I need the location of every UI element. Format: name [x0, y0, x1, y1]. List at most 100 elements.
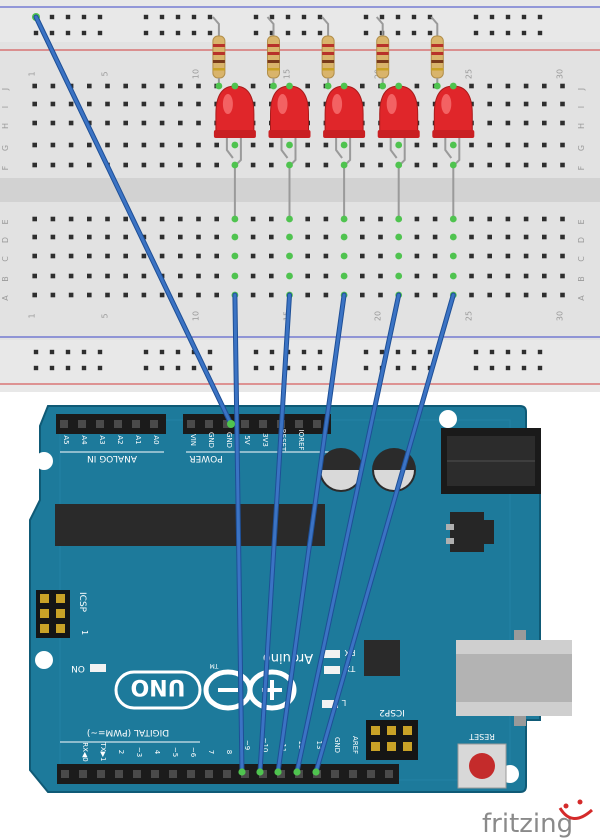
breadboard-hole [123, 253, 128, 259]
icsp-pin[interactable] [56, 594, 65, 603]
analog-header [56, 414, 166, 434]
icsp-pin[interactable] [40, 594, 49, 603]
resistor-band [212, 60, 225, 63]
l-led [322, 700, 338, 708]
uno-badge [114, 670, 202, 710]
header-pin[interactable] [78, 420, 86, 428]
digital-pin-label: ~3 [135, 747, 143, 757]
icsp-pin[interactable] [56, 609, 65, 618]
signal-wire-1[interactable] [233, 293, 244, 774]
breadboard-hole [32, 292, 37, 298]
header-pin[interactable] [150, 420, 158, 428]
connected-hole [231, 272, 239, 280]
signal-wire-3[interactable] [276, 293, 346, 774]
header-pin[interactable] [79, 770, 87, 778]
gnd-wire[interactable] [34, 15, 233, 426]
breadboard-hole [214, 292, 219, 298]
breadboard-hole [87, 101, 92, 107]
header-pin[interactable] [187, 420, 195, 428]
signal-wire-5[interactable] [314, 293, 455, 774]
signal-wire-4[interactable] [295, 293, 401, 774]
breadboard-hole [542, 216, 547, 222]
icsp2-pin[interactable] [387, 726, 396, 735]
icsp-pin[interactable] [40, 609, 49, 618]
header-pin[interactable] [132, 420, 140, 428]
breadboard-hole [269, 162, 274, 168]
icsp2-pin[interactable] [371, 726, 380, 735]
breadboard-hole [542, 234, 547, 240]
breadboard-hole [523, 120, 529, 126]
header-pin[interactable] [241, 770, 249, 778]
breadboard-hole [469, 292, 474, 298]
header-pin[interactable] [259, 770, 267, 778]
rail-hole [489, 349, 495, 355]
digital-pin-label: ~9 [243, 740, 251, 750]
signal-wire-2[interactable] [258, 293, 291, 774]
breadboard-hole [141, 142, 147, 148]
header-pin[interactable] [205, 770, 213, 778]
header-pin[interactable] [96, 420, 104, 428]
rail-hole [191, 14, 197, 20]
header-pin[interactable] [60, 420, 68, 428]
mounting-hole [35, 651, 53, 669]
header-pin[interactable] [367, 770, 375, 778]
header-pin[interactable] [331, 770, 339, 778]
breadboard-hole [560, 83, 565, 89]
uno-label: UNO [131, 674, 186, 699]
header-pin[interactable] [97, 770, 105, 778]
header-pin[interactable] [349, 770, 357, 778]
rail-hole [207, 349, 213, 355]
breadboard-hole [360, 216, 365, 222]
breadboard-hole [50, 234, 56, 240]
connected-hole [395, 252, 403, 260]
header-pin[interactable] [133, 770, 141, 778]
header-pin[interactable] [151, 770, 159, 778]
header-pin[interactable] [277, 770, 285, 778]
header-pin[interactable] [385, 770, 393, 778]
breadboard-hole [505, 253, 511, 259]
column-number: 10 [192, 69, 201, 79]
breadboard-hole [469, 142, 474, 148]
reset-button-cap[interactable] [469, 753, 495, 779]
reset-button[interactable] [457, 743, 507, 789]
rail-hole [285, 30, 291, 36]
header-pin[interactable] [61, 770, 69, 778]
breadboard-hole [87, 253, 92, 259]
row-letter: J [1, 88, 10, 91]
digital-pin-label: 8 [225, 750, 233, 754]
breadboard-hole [68, 234, 74, 240]
breadboard-hole [250, 253, 256, 259]
icsp-pin[interactable] [56, 624, 65, 633]
header-pin[interactable] [187, 770, 195, 778]
icsp2-pin[interactable] [403, 742, 412, 751]
resistor-band [322, 52, 335, 55]
header-pin[interactable] [115, 770, 123, 778]
rail-hole [489, 30, 495, 36]
icsp2-pin[interactable] [403, 726, 412, 735]
breadboard-hole [542, 162, 547, 168]
breadboard-hole [32, 216, 37, 222]
header-pin[interactable] [205, 420, 213, 428]
connected-hole [449, 141, 457, 149]
header-pin[interactable] [114, 420, 122, 428]
header-pin[interactable] [241, 420, 249, 428]
header-pin[interactable] [223, 770, 231, 778]
connected-hole [395, 161, 403, 169]
icsp-pin[interactable] [40, 624, 49, 633]
header-pin[interactable] [295, 420, 303, 428]
breadboard-hole [523, 292, 529, 298]
breadboard-hole [505, 234, 511, 240]
header-pin[interactable] [169, 770, 177, 778]
led-rim [213, 130, 256, 138]
digital-pin-label: GND [333, 737, 341, 753]
breadboard-hole [378, 142, 383, 148]
tm-label: TM [210, 662, 220, 669]
icsp2-pin[interactable] [387, 742, 396, 751]
icsp2-pin[interactable] [371, 742, 380, 751]
breadboard-hole [68, 142, 74, 148]
center-channel [0, 178, 600, 202]
connected-hole [449, 233, 457, 241]
header-pin[interactable] [313, 420, 321, 428]
header-pin[interactable] [259, 420, 267, 428]
